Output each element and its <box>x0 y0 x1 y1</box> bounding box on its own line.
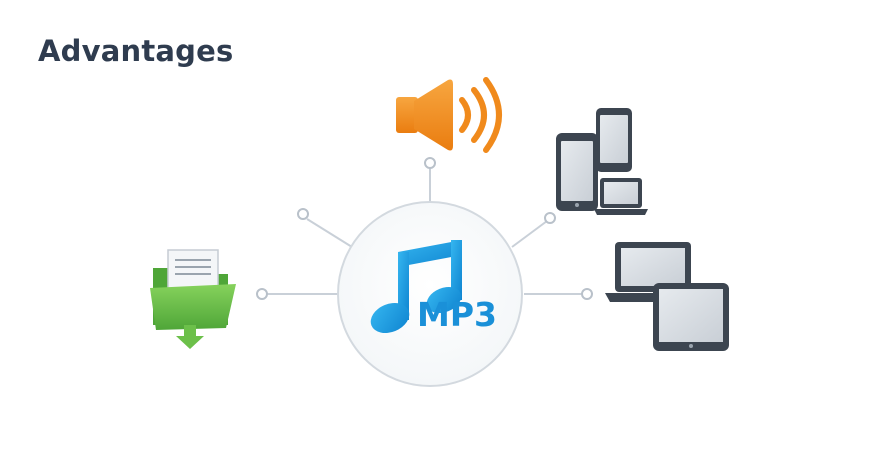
connector-lines <box>267 168 582 295</box>
file-folder-icon <box>150 249 236 349</box>
node-dot-speaker <box>424 157 436 169</box>
mp3-label: MP3 <box>417 295 497 334</box>
mp3-center-node: MP3 <box>337 201 523 387</box>
node-dot-devices <box>544 212 556 224</box>
speaker-icon <box>396 77 502 153</box>
connector-devices <box>511 220 548 248</box>
node-dot-wave <box>297 208 309 220</box>
node-dot-folder <box>256 288 268 300</box>
node-dot-laptop <box>581 288 593 300</box>
connector-nodes <box>256 157 593 300</box>
sound-wave-icon <box>174 101 328 229</box>
page-title: Advantages <box>38 34 234 68</box>
connector-wave <box>306 218 353 248</box>
laptop-tablet-icon <box>605 242 729 351</box>
devices-icon <box>556 108 648 215</box>
music-note-icon <box>370 240 462 333</box>
